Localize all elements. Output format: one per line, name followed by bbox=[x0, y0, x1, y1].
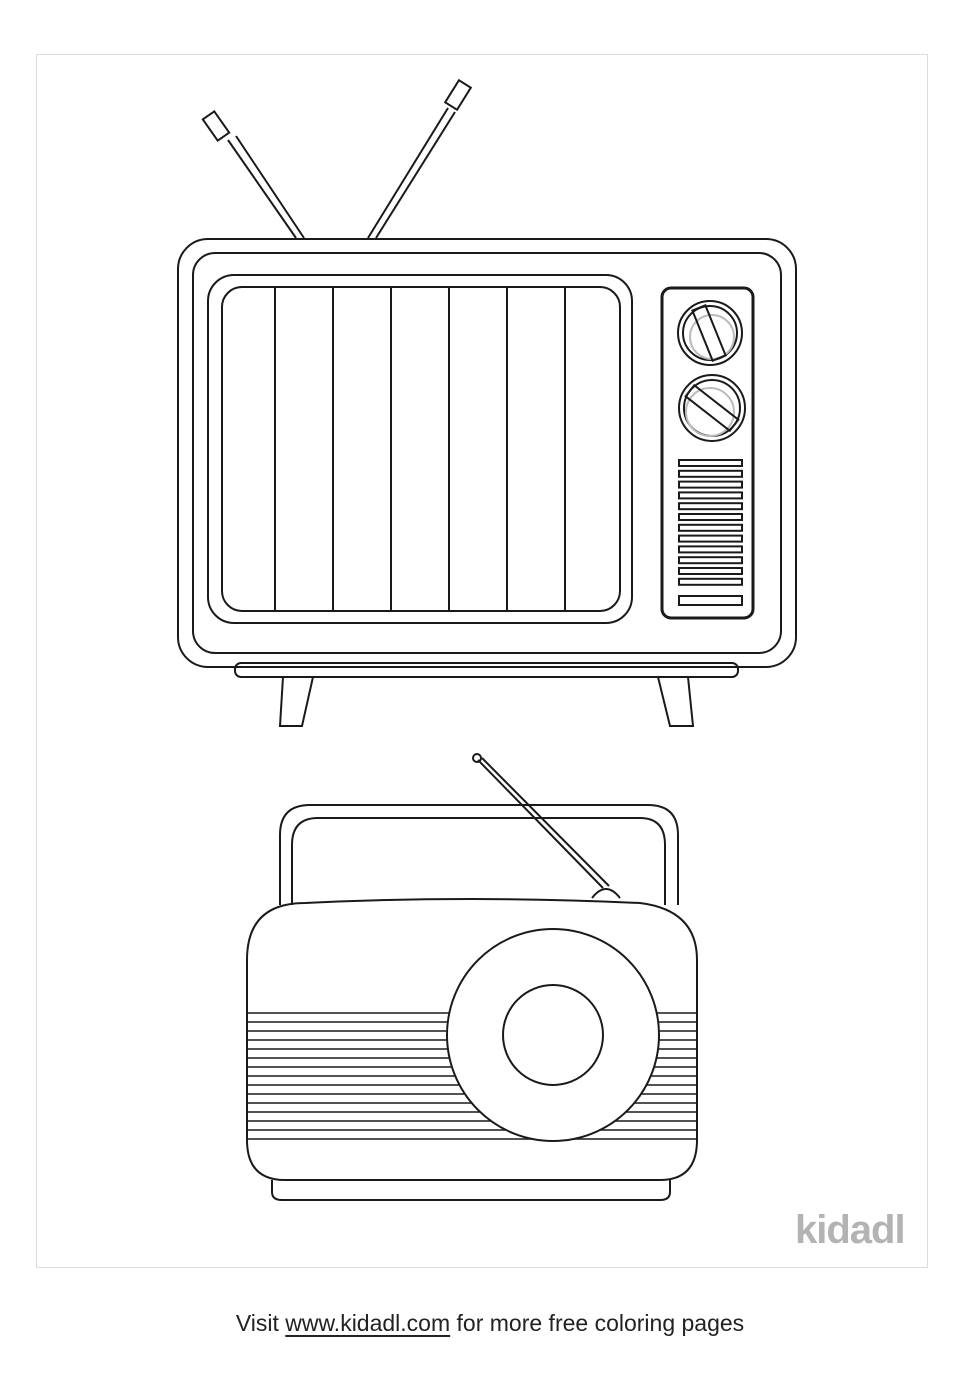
tv-antenna-left bbox=[201, 109, 305, 239]
tv-vent-slat bbox=[678, 469, 743, 478]
radio-speaker-center bbox=[502, 984, 604, 1086]
tv-body-inner bbox=[192, 252, 782, 654]
tv-leg-left bbox=[278, 676, 315, 727]
tv-antenna-right bbox=[367, 78, 473, 239]
coloring-page-frame bbox=[36, 54, 928, 1268]
tv-vent-slat bbox=[678, 513, 743, 521]
tv-base bbox=[234, 662, 739, 678]
tv-vent-slat bbox=[678, 534, 743, 543]
tv-vent-slat bbox=[678, 567, 743, 575]
tv-vent-slat bbox=[678, 523, 743, 532]
tv-knob-top bbox=[677, 300, 743, 366]
radio-antenna bbox=[472, 753, 621, 899]
radio bbox=[246, 753, 698, 1201]
kidadl-link[interactable]: www.kidadl.com bbox=[285, 1310, 451, 1336]
tv-screen-stripes bbox=[274, 287, 566, 611]
tv-vent-slat bbox=[678, 545, 743, 554]
kidadl-logo: kidadl bbox=[795, 1208, 906, 1252]
tv-vent-slat bbox=[678, 577, 743, 586]
tv-vent-slat bbox=[678, 595, 743, 606]
radio-handle-inner bbox=[291, 817, 666, 905]
tv-vent-slat bbox=[678, 491, 743, 500]
tv-knob-bottom bbox=[678, 374, 746, 442]
tv-vent-slat bbox=[678, 502, 743, 511]
footer-suffix: for more free coloring pages bbox=[456, 1310, 745, 1336]
tv-screen-bezel bbox=[207, 274, 633, 624]
tv-vent-slat bbox=[678, 556, 743, 565]
tv-leg-right bbox=[656, 676, 695, 727]
tv-control-panel bbox=[660, 286, 755, 620]
radio-speaker-ring bbox=[446, 928, 660, 1142]
tv-vent-slat bbox=[678, 459, 743, 467]
tv-screen bbox=[221, 286, 621, 612]
tv-body-outer bbox=[177, 238, 797, 668]
footer-text: Visit www.kidadl.com for more free color… bbox=[0, 1310, 980, 1337]
radio-base bbox=[271, 1180, 671, 1201]
footer-prefix: Visit bbox=[235, 1310, 279, 1336]
tv-speaker-vents bbox=[678, 459, 743, 606]
radio-body bbox=[246, 898, 698, 1181]
radio-handle-outer bbox=[279, 804, 679, 905]
television bbox=[177, 78, 797, 727]
tv-vent-slat bbox=[678, 480, 743, 489]
